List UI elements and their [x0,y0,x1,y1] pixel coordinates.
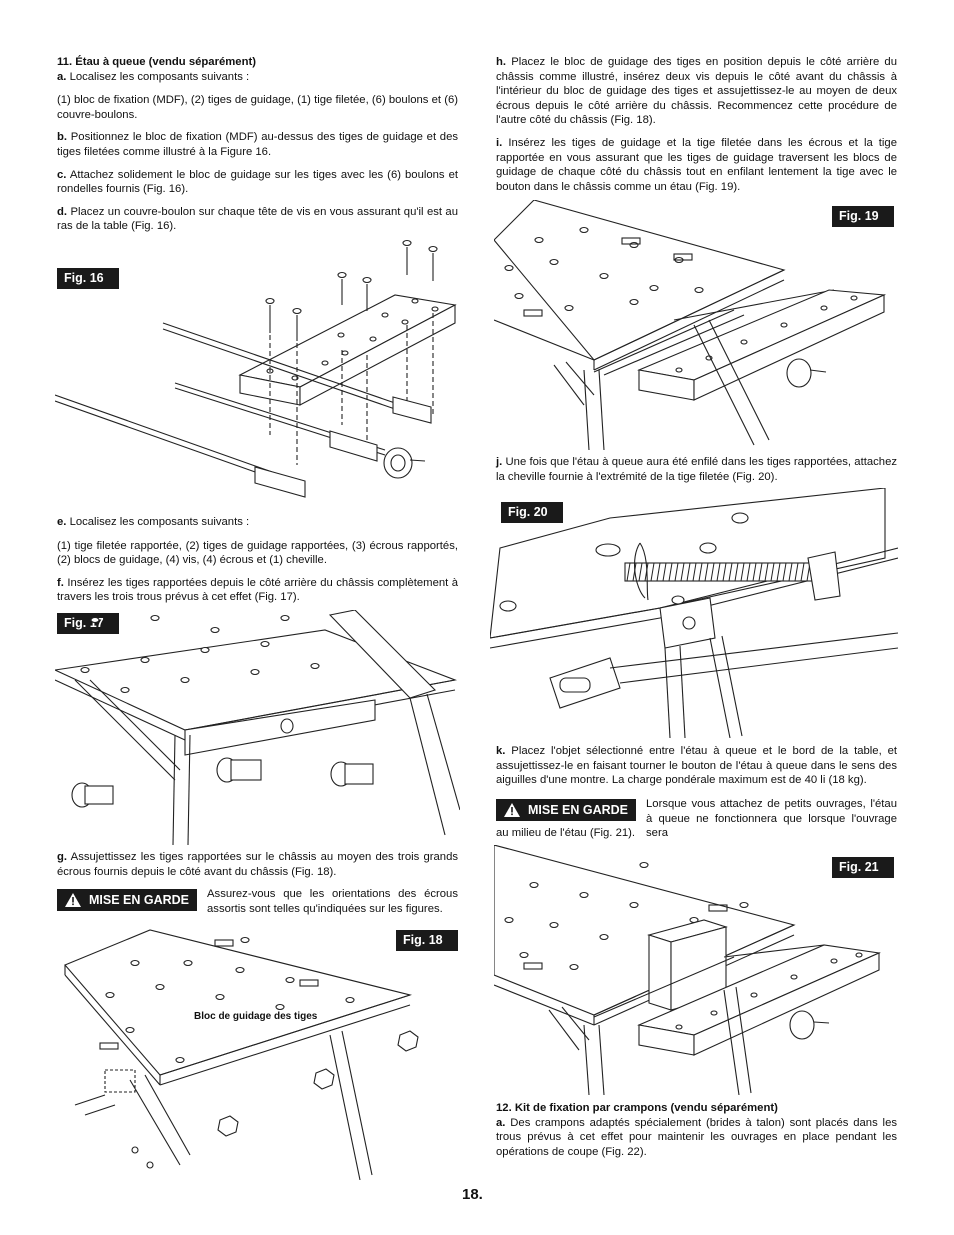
warning-badge-2: MISE EN GARDE [496,799,637,821]
step-k: k. Placez l'objet sélectionné entre l'ét… [496,745,897,787]
step-12-a: a. Des crampons adaptés spécialement (br… [496,1116,897,1158]
fig-20-label: Fig. 20 [501,502,563,523]
figure-19-drawing [494,200,887,450]
figure-16-drawing [55,239,457,498]
left-text-bottom: g. Assujettissez les tiges rapportées su… [57,850,458,887]
left-text-middle: e. Localisez les composants suivants : (… [57,515,458,613]
figure-21-drawing [494,845,881,1095]
left-text-top: 11. Étau à queue (vendu séparément) a. L… [57,55,458,242]
fig-21-label: Fig. 21 [832,857,894,878]
figure-20-drawing [490,488,898,738]
warning-triangle-icon [504,803,520,817]
step-i: i. Insérez les tiges de guidage et la ti… [496,136,897,193]
warning-badge-1: MISE EN GARDE [57,889,198,911]
step-g: g. Assujettissez les tiges rapportées su… [57,851,459,878]
right-text-k: k. Placez l'objet sélectionné entre l'ét… [496,744,897,796]
fig-18-callout: Bloc de guidage des tiges [194,1011,318,1022]
section-11-title: 11. Étau à queue (vendu séparément) [57,56,257,68]
warning-triangle-icon [65,893,81,907]
step-j: j. Une fois que l'étau à queue aura été … [496,456,897,483]
right-text-bottom: 12. Kit de fixation par crampons (vendu … [496,1101,897,1167]
step-f: f. Insérez les tiges rapportées depuis l… [57,576,458,604]
warning-text-2a: Lorsque vous attachez de petits ouvrages… [646,798,897,840]
warning-1: MISE EN GARDE Assurez-vous que les orien… [57,887,458,916]
figure-17-drawing [55,610,460,845]
fig-18-label: Fig. 18 [396,930,458,951]
step-h: h. Placez le bloc de guidage des tiges e… [496,56,897,127]
right-text-top: h. Placez le bloc de guidage des tiges e… [496,55,897,202]
step-b: b. Positionnez le bloc de fixation (MDF)… [57,131,458,158]
step-a: a. Localisez les composants suivants : [57,70,250,83]
components-list-2: (1) tige filetée rapportée, (2) tiges de… [57,539,458,567]
fig-16-label: Fig. 16 [57,268,119,289]
step-d: d. Placez un couvre-boulon sur chaque tê… [57,205,458,233]
step-e: e. Localisez les composants suivants : [57,516,250,528]
warning-text-1: Assurez-vous que les orientations des éc… [207,888,458,915]
right-text-j: j. Une fois que l'étau à queue aura été … [496,455,897,492]
section-12-title: 12. Kit de fixation par crampons (vendu … [496,1102,778,1114]
step-c: c. Attachez solidement le bloc de guidag… [57,168,459,196]
components-list-1: (1) bloc de fixation (MDF), (2) tiges de… [57,94,458,121]
page-number: 18. [462,1186,483,1203]
warning-2: MISE EN GARDE Lorsque vous attachez de p… [496,797,897,841]
figure-18-drawing [64,929,419,1180]
fig-19-label: Fig. 19 [832,206,894,227]
warning-text-2b: au milieu de l'étau (Fig. 21). [496,827,636,839]
